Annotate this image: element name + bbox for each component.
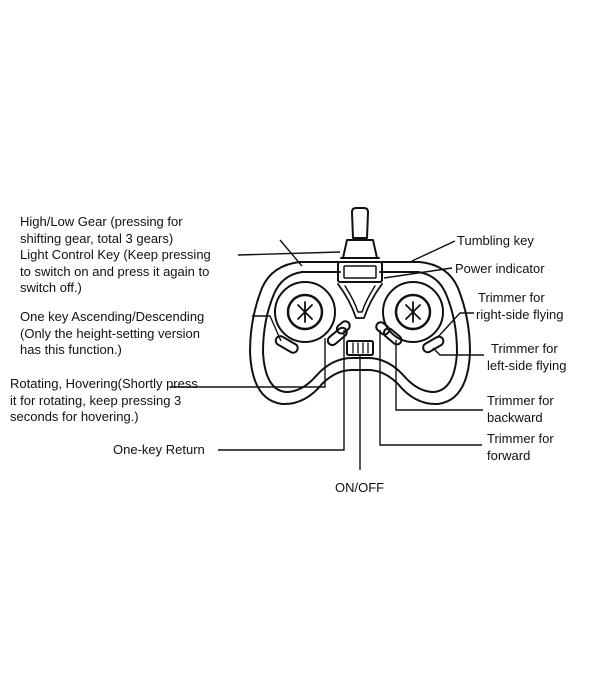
on-off-switch <box>346 340 374 356</box>
leader-one-key-return <box>218 330 345 451</box>
leader-rotating-hovering <box>170 338 326 388</box>
leader-trimmer-backward <box>395 340 483 411</box>
label-power-indicator: Power indicator <box>455 261 545 276</box>
label-one-key-return: One-key Return <box>113 442 205 457</box>
label-trimmer-backward: Trimmer for backward <box>487 393 554 425</box>
label-on-off: ON/OFF <box>335 480 385 495</box>
leader-trimmer-left <box>432 347 484 356</box>
leader-tumbling-key <box>411 240 456 262</box>
trimmer-left-button <box>422 335 445 354</box>
leader-power-indicator <box>383 267 453 279</box>
leader-trimmer-forward <box>379 330 482 446</box>
power-indicator-display <box>337 261 383 283</box>
trimmer-forward-button <box>382 327 403 346</box>
label-high-low-gear: High/Low Gear (pressing for shifting gea… <box>20 214 183 246</box>
label-tumbling-key: Tumbling key <box>457 233 534 248</box>
rotating-hovering-button <box>326 326 348 347</box>
label-one-key-ascending: One key Ascending/Descending (Only the h… <box>20 309 205 357</box>
left-joystick <box>274 281 336 343</box>
label-trimmer-right: Trimmer for right-side flying <box>476 290 564 322</box>
leader-trimmer-right <box>436 312 474 339</box>
antenna-icon <box>340 207 380 259</box>
label-trimmer-forward: Trimmer for forward <box>487 431 554 463</box>
label-light-control-key: Light Control Key (Keep pressing to swit… <box>20 247 211 295</box>
label-trimmer-left: Trimmer for left-side flying <box>487 341 567 373</box>
one-key-return-button <box>335 320 351 335</box>
label-rotating-hovering: Rotating, Hovering(Shortly press it for … <box>10 376 198 424</box>
right-joystick <box>382 281 444 343</box>
one-key-ascending-button <box>274 335 299 354</box>
leader-light-control <box>237 251 341 256</box>
leader-one-key-ascending <box>252 315 282 342</box>
